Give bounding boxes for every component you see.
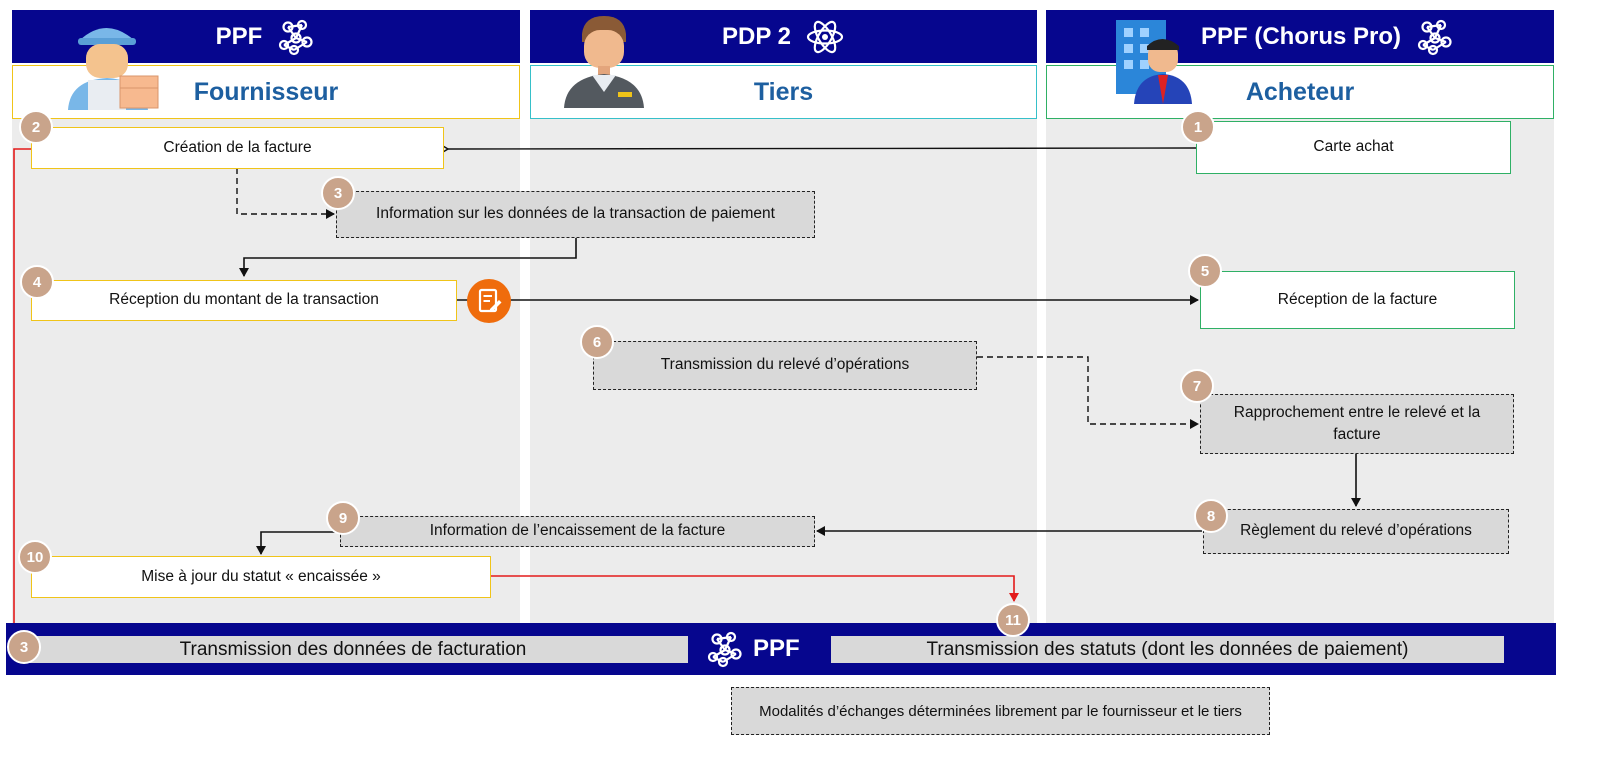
legend-label: Modalités d’échanges déterminées libreme… <box>759 702 1242 720</box>
step-reception-montant: Réception du montant de la transaction <box>31 280 457 321</box>
arrow-releve-to-rapprochement <box>977 356 1199 429</box>
lane-header-label: PPF (Chorus Pro) <box>1201 22 1402 50</box>
step-number-badge: 9 <box>326 501 360 535</box>
arrow-carte-to-creation <box>448 148 1197 149</box>
step-number-badge: 8 <box>1194 499 1228 533</box>
step-label: Réception de la facture <box>1277 290 1438 308</box>
line-creation-to-ppf <box>13 148 31 634</box>
role-label: Acheteur <box>1245 77 1355 106</box>
ppf-platform-label: PPF <box>705 628 800 670</box>
step-number-badge: 7 <box>1180 369 1214 403</box>
transmission-statuts: Transmission des statuts (dont les donné… <box>831 636 1504 663</box>
step-label: Réception du montant de la transaction <box>109 291 379 309</box>
invoice-edit-icon <box>467 279 511 323</box>
step-label: Création de la facture <box>163 138 312 156</box>
step-number-badge: 1 <box>1181 110 1215 144</box>
bar-label: Transmission des statuts (dont les donné… <box>926 638 1409 660</box>
arrow-statut-to-ppf <box>491 575 1019 602</box>
step-information-transaction: Information sur les données de la transa… <box>336 191 815 238</box>
role-label: Tiers <box>753 77 814 106</box>
role-label: Fournisseur <box>193 77 339 106</box>
legend-dashed-exchange: Modalités d’échanges déterminées libreme… <box>731 687 1270 735</box>
lane-header-label: PDP 2 <box>722 22 791 50</box>
step-creation-facture: Création de la facture <box>31 127 444 169</box>
arrow-encaissement-to-statut <box>256 531 338 555</box>
arrow-creation-to-info <box>236 168 335 219</box>
ppf-label: PPF <box>753 635 800 662</box>
step-number-badge: 5 <box>1188 254 1222 288</box>
step-label: Information de l’encaissement de la fact… <box>429 522 726 540</box>
bar-label: Transmission des données de facturation <box>179 638 527 660</box>
step-reglement-releve: Règlement du relevé d’opérations <box>1203 509 1509 554</box>
step-label: Carte achat <box>1313 138 1394 156</box>
step-label: Mise à jour du statut « encaissée » <box>141 567 381 585</box>
step-number-badge: 3 <box>321 176 355 210</box>
step-number-badge: 3 <box>7 630 41 664</box>
step-label: Règlement du relevé d’opérations <box>1240 522 1472 540</box>
buyer-building-person-icon <box>1116 20 1192 104</box>
step-number-badge: 10 <box>18 540 52 574</box>
role-tiers: Tiers <box>530 65 1037 119</box>
step-number-badge: 6 <box>580 325 614 359</box>
network-icon <box>707 631 742 668</box>
step-carte-achat: Carte achat <box>1196 121 1511 174</box>
transmission-donnees-facturation: Transmission des données de facturation <box>18 636 688 663</box>
step-number-badge: 4 <box>20 265 54 299</box>
supplier-delivery-person-icon <box>68 28 159 110</box>
step-label: Rapprochement entre le relevé et la fact… <box>1233 403 1481 443</box>
third-party-person-icon <box>564 16 644 108</box>
step-number-badge: 2 <box>19 110 53 144</box>
network-icon <box>279 19 313 55</box>
step-reception-facture: Réception de la facture <box>1200 271 1515 329</box>
step-label: Transmission du relevé d’opérations <box>660 356 910 374</box>
atom-icon <box>806 20 844 53</box>
step-rapprochement: Rapprochement entre le relevé et la fact… <box>1200 394 1514 454</box>
arrow-info-to-reception <box>239 238 577 277</box>
step-mise-a-jour-statut: Mise à jour du statut « encaissée » <box>31 556 491 598</box>
step-information-encaissement: Information de l’encaissement de la fact… <box>340 516 815 547</box>
step-label: Information sur les données de la transa… <box>376 205 775 223</box>
network-icon <box>1417 19 1452 55</box>
lane-header-label: PPF <box>215 22 263 50</box>
step-number-badge: 11 <box>996 603 1030 637</box>
step-transmission-releve: Transmission du relevé d’opérations <box>593 341 977 390</box>
